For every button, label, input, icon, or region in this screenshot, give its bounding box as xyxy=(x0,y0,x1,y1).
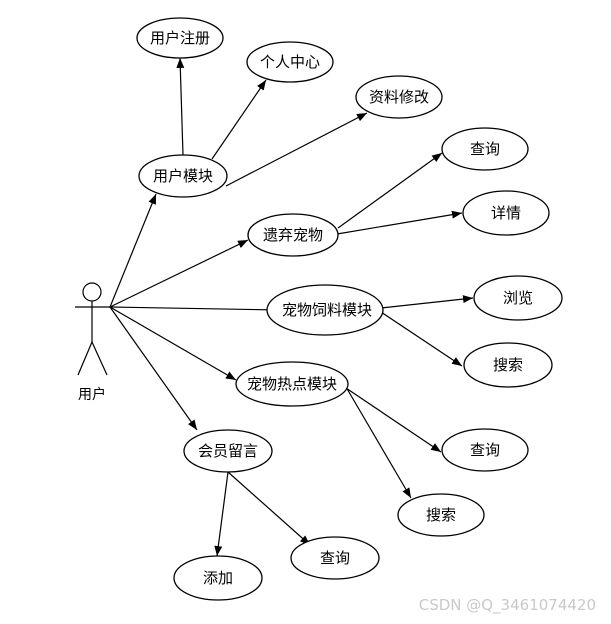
use-case-label: 个人中心 xyxy=(260,53,320,71)
assoc-actor-to-user-module xyxy=(109,193,157,308)
use-case-user-register: 用户注册 xyxy=(136,17,224,59)
use-case-browse: 浏览 xyxy=(473,275,563,321)
use-case-pet-food-module: 宠物饲料模块 xyxy=(266,284,384,336)
use-case-member-message: 会员留言 xyxy=(183,429,273,473)
actor-user: 用户 xyxy=(75,282,110,403)
use-case-label: 资料修改 xyxy=(369,88,429,106)
use-case-detail: 详情 xyxy=(462,190,550,236)
assoc-pet-abandon-to-query xyxy=(337,152,443,229)
use-case-query-3: 查询 xyxy=(290,536,380,580)
use-case-search-2: 搜索 xyxy=(397,493,485,537)
actor-head xyxy=(82,282,102,302)
use-case-label: 宠物饲料模块 xyxy=(282,301,372,319)
assoc-pet-hot-to-query xyxy=(342,385,442,453)
watermark: CSDN @Q_3461074420 xyxy=(419,596,596,615)
use-case-label: 搜索 xyxy=(493,356,523,374)
assoc-actor-to-member-message xyxy=(109,306,198,431)
assoc-pet-hot-to-search xyxy=(345,386,412,499)
use-case-query-2: 查询 xyxy=(441,428,529,472)
actor-right-leg xyxy=(91,341,108,376)
use-case-label: 查询 xyxy=(470,441,500,459)
use-case-pet-hot-module: 宠物热点模块 xyxy=(235,361,349,407)
assoc-member-message-to-query xyxy=(227,471,311,546)
actor-label: 用户 xyxy=(78,386,106,403)
use-case-label: 添加 xyxy=(203,569,233,587)
use-case-label: 会员留言 xyxy=(198,442,258,460)
use-case-label: 用户模块 xyxy=(153,167,213,185)
actor-left-leg xyxy=(77,341,93,376)
assoc-pet-abandon-to-detail xyxy=(336,210,463,235)
use-case-label: 用户注册 xyxy=(150,29,210,47)
use-case-label: 搜索 xyxy=(426,506,456,524)
assoc-pet-food-to-search xyxy=(380,311,463,367)
assoc-actor-to-pet-hot-module xyxy=(109,306,237,381)
assoc-user-module-to-profile-edit xyxy=(225,112,368,187)
assoc-member-message-to-add xyxy=(214,471,229,557)
assoc-user-module-to-personal-center xyxy=(211,79,267,160)
use-case-personal-center: 个人中心 xyxy=(246,41,334,83)
use-case-label: 宠物热点模块 xyxy=(247,375,337,393)
use-case-search-1: 搜索 xyxy=(463,342,553,388)
use-case-user-module: 用户模块 xyxy=(138,154,228,198)
assoc-pet-food-to-browse xyxy=(380,295,474,309)
use-case-label: 详情 xyxy=(491,204,521,222)
assoc-actor-to-pet-food-module xyxy=(109,305,280,314)
use-case-label: 浏览 xyxy=(503,289,533,307)
use-case-label: 查询 xyxy=(470,140,500,158)
use-case-pet-abandon: 遗弃宠物 xyxy=(247,213,339,257)
use-case-label: 查询 xyxy=(320,549,350,567)
use-case-profile-edit: 资料修改 xyxy=(355,75,443,119)
associations xyxy=(109,57,474,557)
use-case-add: 添加 xyxy=(173,555,263,601)
assoc-actor-to-pet-abandon xyxy=(109,239,249,308)
use-case-query-1: 查询 xyxy=(441,127,529,171)
assoc-user-module-to-register xyxy=(176,57,185,156)
use-case-label: 遗弃宠物 xyxy=(263,226,323,244)
